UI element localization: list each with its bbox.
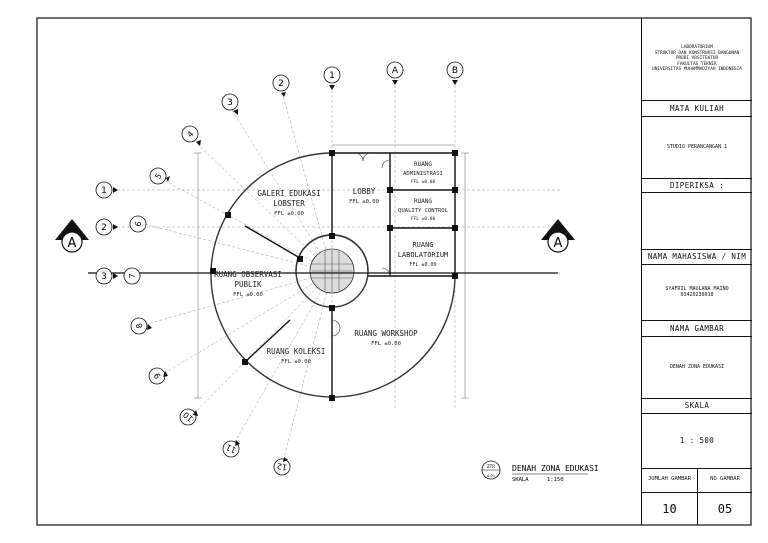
jumlah-value: 10 (662, 501, 677, 516)
grid-bubbles-top: 1 2 3 (221, 66, 341, 115)
drawing-title: ZTR A-01 DENAH ZONA EDUKASI SKALA 1:150 (481, 460, 599, 483)
grid-bubbles-letters: A B (386, 61, 464, 85)
grid-top-2: 2 (278, 79, 284, 89)
room-observasi-name2: PUBLIK (234, 280, 262, 289)
grid-bubbles-radial: 4 5 6 7 8 9 10 (123, 125, 291, 476)
room-admin-ffl: FFL ±0.00 (411, 179, 436, 185)
dimension-lines (194, 144, 469, 399)
atrium-pattern (309, 248, 355, 294)
room-qc-name2: QUALITY CONTROL (398, 208, 448, 214)
radial-label-9: 9 (152, 371, 162, 380)
room-observasi-ffl: FFL ±0.00 (233, 292, 263, 298)
wing-walls (244, 152, 456, 398)
room-workshop-ffl: FFL ±0.00 (371, 341, 401, 347)
no-label: NO GAMBAR (697, 468, 752, 492)
room-lobby-name: LOBBY (353, 187, 376, 196)
section-marker-left-label: A (68, 236, 77, 251)
room-labels: GALERI EDUKASI LOBSTER FFL ±0.00 LOBBY F… (214, 161, 448, 365)
radial-label-4: 4 (185, 129, 195, 139)
no-value: 05 (697, 492, 752, 525)
room-galeri-name2: LOBSTER (273, 199, 305, 208)
skala-value: 1 : 500 (679, 436, 715, 445)
sheet-border (36, 17, 752, 526)
room-koleksi-name: RUANG KOLEKSI (267, 347, 326, 356)
radial-label-5: 5 (153, 172, 163, 181)
grid-left-1: 1 (101, 186, 107, 196)
room-qc-ffl: FFL ±0.00 (411, 216, 436, 222)
room-lab-name: RUANG (412, 241, 433, 249)
room-galeri-name: GALERI EDUKASI (257, 189, 320, 198)
mahasiswa-block: SYAFRIL MAULANA MAINO 03420230010 (642, 264, 752, 320)
institution-line-3: PRODI ARSITEKTUR (675, 56, 719, 62)
drawing-scale-label: SKALA (512, 477, 529, 483)
room-koleksi-ffl: FFL ±0.00 (281, 359, 311, 365)
institution-line-2: STRUKTUR DAN KONSTRUKSI BANGUNAN (654, 50, 740, 56)
radial-label-11: 11 (225, 442, 238, 454)
gambar-label: NAMA GAMBAR (669, 323, 725, 333)
room-lab-ffl: FFL ±0.00 (409, 262, 436, 268)
drawing-scale-value: 1:150 (547, 477, 564, 483)
columns (210, 150, 458, 401)
grid-left-3: 3 (101, 272, 107, 282)
diperiksa-value (642, 192, 752, 249)
diperiksa-label: DIPERIKSA : (669, 180, 725, 190)
radial-label-6: 6 (134, 221, 144, 228)
section-marker-right: A (541, 219, 575, 253)
grid-top-3: 3 (227, 98, 233, 108)
mata-kuliah-value: STUDIO PERANCANGAN 1 (666, 143, 728, 150)
institution-line-1: LABORATORIUM (681, 45, 713, 51)
door-swings (331, 152, 391, 337)
drawing-bubble-bottom: A-01 (487, 474, 495, 478)
drawing-bubble-top: ZTR (487, 464, 495, 469)
mahasiswa-label: NAMA MAHASISWA / NIM (647, 252, 747, 261)
gambar-value: DENAH ZONA EDUKASI (669, 363, 725, 370)
institution-block: LABORATORIUM STRUKTUR DAN KONSTRUKSI BAN… (642, 18, 752, 100)
title-block: LABORATORIUM STRUKTUR DAN KONSTRUKSI BAN… (641, 18, 752, 525)
room-admin-name: RUANG (414, 161, 432, 168)
room-admin-name2: ADMINISTRASI (403, 171, 443, 177)
jumlah-label: JUMLAH GAMBAR (647, 476, 692, 483)
radial-label-7: 7 (128, 273, 137, 278)
institution-line-4: FAKULTAS TEKNIK (677, 61, 717, 67)
room-lobby-ffl: FFL ±0.00 (349, 199, 379, 205)
grid-letter-b: B (452, 66, 458, 76)
grid-bubbles-left: 1 2 3 (95, 181, 118, 285)
room-qc-name: RUANG (414, 198, 432, 205)
skala-label: SKALA (684, 401, 710, 410)
mahasiswa-name: SYAFRIL MAULANA MAINO (665, 285, 729, 292)
room-galeri-ffl: FFL ±0.00 (274, 211, 304, 217)
institution-line-5: UNIVERSITAS MUHAMMADIYAH INDONESIA (652, 67, 742, 73)
drawing-title-text: DENAH ZONA EDUKASI (512, 464, 599, 473)
grid-top-1: 1 (329, 71, 335, 81)
radial-label-12: 12 (276, 461, 288, 472)
radial-label-8: 8 (134, 322, 144, 329)
section-marker-left: A (55, 219, 89, 253)
grid-left-2: 2 (101, 223, 107, 233)
room-workshop-name: RUANG WORKSHOP (354, 329, 418, 338)
room-observasi-name: RUANG OBSERVASI (214, 270, 282, 279)
grid-letter-a: A (392, 66, 399, 76)
room-lab-name2: LABOLATORIUM (398, 251, 449, 259)
mahasiswa-nim: 03420230010 (680, 292, 714, 298)
mata-kuliah-label: MATA KULIAH (669, 103, 725, 113)
section-marker-right-label: A (554, 236, 563, 251)
guide-lines (112, 80, 560, 466)
